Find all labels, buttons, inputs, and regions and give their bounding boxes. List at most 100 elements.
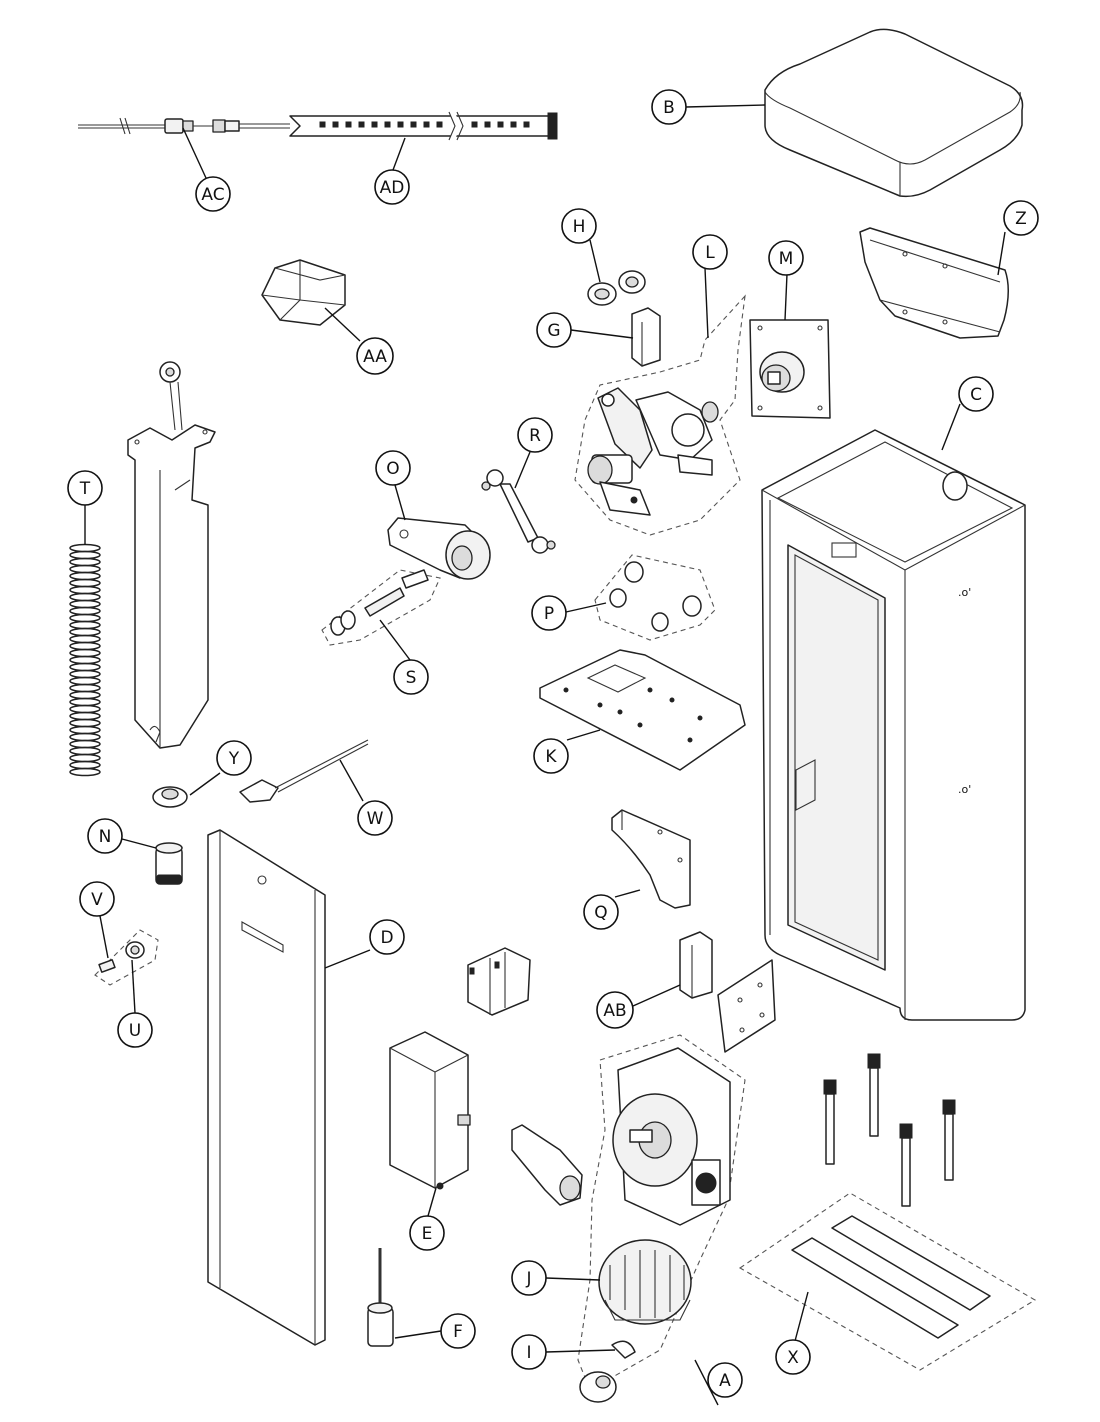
spring-coil (69, 760, 101, 770)
probe-f (367, 1248, 394, 1347)
spring-coil (69, 564, 101, 574)
label-ab: AB (603, 1001, 626, 1021)
spring-coil (69, 578, 101, 588)
callout-ac: AC (195, 176, 231, 212)
callout-f: F (440, 1313, 476, 1349)
led-strip-ad (239, 111, 558, 141)
callout-u: U (117, 1012, 153, 1048)
spring-coil (69, 725, 101, 735)
tray-aa (261, 259, 346, 326)
spring-guide-column (127, 361, 216, 749)
spring-coil (69, 641, 101, 651)
spring-coil (69, 585, 101, 595)
gearmotor-a (577, 1034, 746, 1391)
spring-coil (69, 697, 101, 707)
label-v: V (91, 890, 103, 910)
spring-coil (69, 543, 101, 553)
cable-connector-ac (78, 117, 240, 135)
callout-ab: AB (596, 991, 634, 1029)
label-r: R (529, 426, 541, 446)
label-p: P (544, 604, 554, 624)
callout-v: V (79, 881, 115, 917)
label-q: Q (594, 903, 607, 923)
callout-i: I (511, 1334, 547, 1370)
mounting-plate-m (749, 319, 831, 419)
callout-l: L (692, 234, 728, 270)
nut-y (152, 786, 188, 808)
label-j: J (525, 1269, 531, 1289)
callout-aa: AA (356, 337, 394, 375)
spring-coil (69, 557, 101, 567)
callout-w: W (357, 800, 393, 836)
label-ad: AD (380, 178, 405, 198)
spring-coil (69, 704, 101, 714)
spring-coil (69, 739, 101, 749)
callout-p: P (531, 595, 567, 631)
leader-lines (84, 104, 1006, 1406)
motor-j (598, 1239, 692, 1325)
label-a: A (719, 1371, 731, 1391)
block-g (631, 307, 661, 367)
label-t: T (79, 479, 91, 499)
label-w: W (367, 809, 384, 829)
spring-coil (69, 690, 101, 700)
control-box-e (389, 1031, 471, 1190)
lever-assembly-l (574, 294, 746, 536)
door-panel-d (207, 829, 326, 1346)
label-u: U (129, 1021, 141, 1041)
mounting-plate (717, 959, 776, 1053)
top-cover-b (764, 28, 1024, 198)
spring-coil (69, 606, 101, 616)
bracket-ab (679, 931, 713, 999)
label-x: X (787, 1348, 799, 1368)
spring-coil (69, 571, 101, 581)
part-i (579, 1340, 636, 1403)
label-i: I (526, 1343, 531, 1363)
spring-coil (69, 634, 101, 644)
cabinet-mark-upper: .o' (958, 586, 971, 599)
callout-b: B (651, 89, 687, 125)
callout-x: X (775, 1339, 811, 1375)
spring-coil (69, 732, 101, 742)
spring-coil (69, 746, 101, 756)
spring-coil (69, 620, 101, 630)
callout-c: C (958, 376, 994, 412)
callout-j: J (511, 1260, 547, 1296)
spring-coil (69, 655, 101, 665)
label-c: C (970, 385, 982, 405)
label-z: Z (1015, 209, 1027, 229)
callout-m: M (768, 240, 804, 276)
callout-t: T (67, 470, 103, 506)
spring-coil (69, 767, 101, 777)
release-key-w (239, 739, 369, 803)
label-o: O (386, 459, 399, 479)
spring-coil (69, 627, 101, 637)
callout-a: A (707, 1362, 743, 1398)
callout-d: D (369, 919, 405, 955)
label-d: D (380, 928, 393, 948)
spring-coil (69, 711, 101, 721)
spring-coil (69, 592, 101, 602)
label-e: E (422, 1224, 433, 1244)
callout-z: Z (1003, 200, 1039, 236)
spring-coil (69, 599, 101, 609)
rails-x (738, 1192, 1037, 1371)
label-s: S (406, 668, 417, 688)
bracket-z (859, 227, 1009, 339)
lever-arm (511, 1124, 583, 1206)
anchor-bolts (823, 1053, 956, 1207)
circuit-breaker (467, 947, 531, 1016)
base-plate-k (539, 649, 746, 771)
lock-uv (94, 929, 159, 986)
spring-coil (69, 718, 101, 728)
cabinet-c: .o' .o' (761, 429, 1026, 1021)
callout-ad: AD (374, 169, 410, 205)
label-ac: AC (201, 185, 224, 205)
clips-h (587, 270, 646, 306)
label-b: B (663, 98, 675, 118)
spring-coil (69, 662, 101, 672)
callout-g: G (536, 312, 572, 348)
label-m: M (779, 249, 794, 269)
callout-y: Y (216, 740, 252, 776)
